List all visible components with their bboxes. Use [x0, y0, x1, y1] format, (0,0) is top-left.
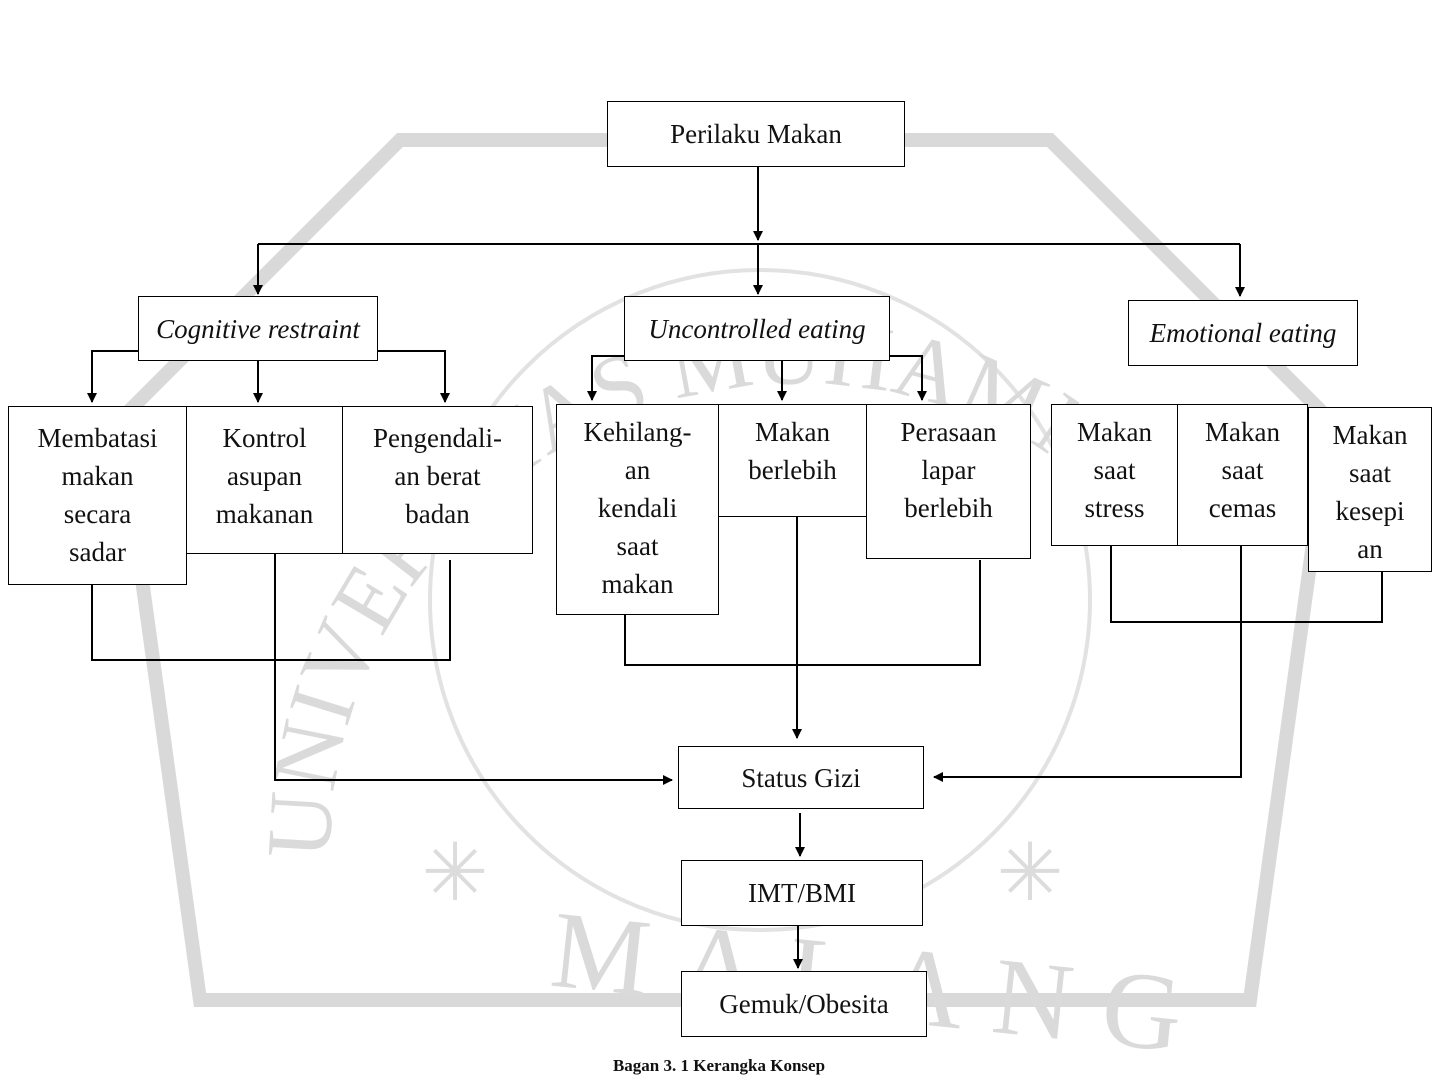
outcome-label: Status Gizi — [741, 762, 861, 793]
emotional-bracket — [1110, 545, 1383, 623]
outcome-label: IMT/BMI — [748, 878, 856, 908]
emotional-to-status-gizi — [933, 545, 1242, 782]
outcome-box-status-gizi: Status Gizi — [678, 746, 924, 809]
item-box-kehilangan-kendali: Kehilang- an kendali saat makan — [556, 404, 719, 615]
asterisk-ornament-right: ✳ — [996, 830, 1063, 918]
item-label: Makan saat cemas — [1205, 417, 1280, 523]
item-box-membatasi-makan: Membatasi makan secara sadar — [8, 406, 187, 585]
item-box-makan-berlebih: Makan berlebih — [718, 404, 867, 517]
category-label: Uncontrolled eating — [648, 313, 866, 344]
category-box-emotional-eating: Emotional eating — [1128, 300, 1358, 366]
category-label: Cognitive restraint — [156, 313, 360, 344]
arrow-to-kehilangan — [587, 355, 624, 401]
item-label: Pengendali- an berat badan — [373, 423, 502, 529]
item-label: Perasaan lapar berlebih — [900, 417, 997, 523]
item-box-makan-saat-cemas: Makan saat cemas — [1177, 404, 1308, 546]
item-label: Kehilang- an kendali saat makan — [583, 417, 692, 599]
asterisk-ornament-left: ✳ — [421, 830, 488, 918]
item-box-perasaan-lapar: Perasaan lapar berlebih — [866, 404, 1031, 559]
uncontrolled-bracket — [624, 560, 981, 666]
outcome-box-imt-bmi: IMT/BMI — [681, 860, 923, 926]
arrow-to-membatasi — [87, 350, 138, 403]
seal-inner-ring — [428, 268, 1092, 932]
item-label: Makan saat kesepi an — [1332, 420, 1408, 564]
category-box-uncontrolled-eating: Uncontrolled eating — [624, 296, 890, 361]
item-label: Membatasi makan secara sadar — [37, 423, 158, 567]
item-label: Makan berlebih — [748, 417, 837, 485]
category-label: Emotional eating — [1149, 318, 1337, 348]
item-box-kontrol-asupan: Kontrol asupan makanan — [186, 406, 343, 554]
cognitive-bracket — [91, 560, 451, 661]
item-label: Makan saat stress — [1077, 417, 1152, 523]
cognitive-to-status-gizi — [274, 554, 673, 785]
item-box-pengendalian-berat: Pengendali- an berat badan — [342, 406, 533, 554]
item-box-makan-saat-stress: Makan saat stress — [1051, 404, 1178, 546]
outcome-box-gemuk-obesitas: Gemuk/Obesita — [681, 971, 927, 1037]
item-label: Kontrol asupan makanan — [215, 423, 314, 529]
category-box-cognitive-restraint: Cognitive restraint — [138, 296, 378, 361]
root-box-perilaku-makan: Perilaku Makan — [607, 101, 905, 167]
item-box-makan-saat-kesepian: Makan saat kesepi an — [1308, 407, 1432, 572]
arrow-to-perasaan-lapar — [889, 355, 927, 401]
root-label: Perilaku Makan — [670, 119, 842, 149]
arrow-to-pengendalian — [377, 350, 450, 403]
outcome-label: Gemuk/Obesita — [719, 989, 889, 1019]
figure-caption: Bagan 3. 1 Kerangka Konsep — [612, 1056, 826, 1075]
